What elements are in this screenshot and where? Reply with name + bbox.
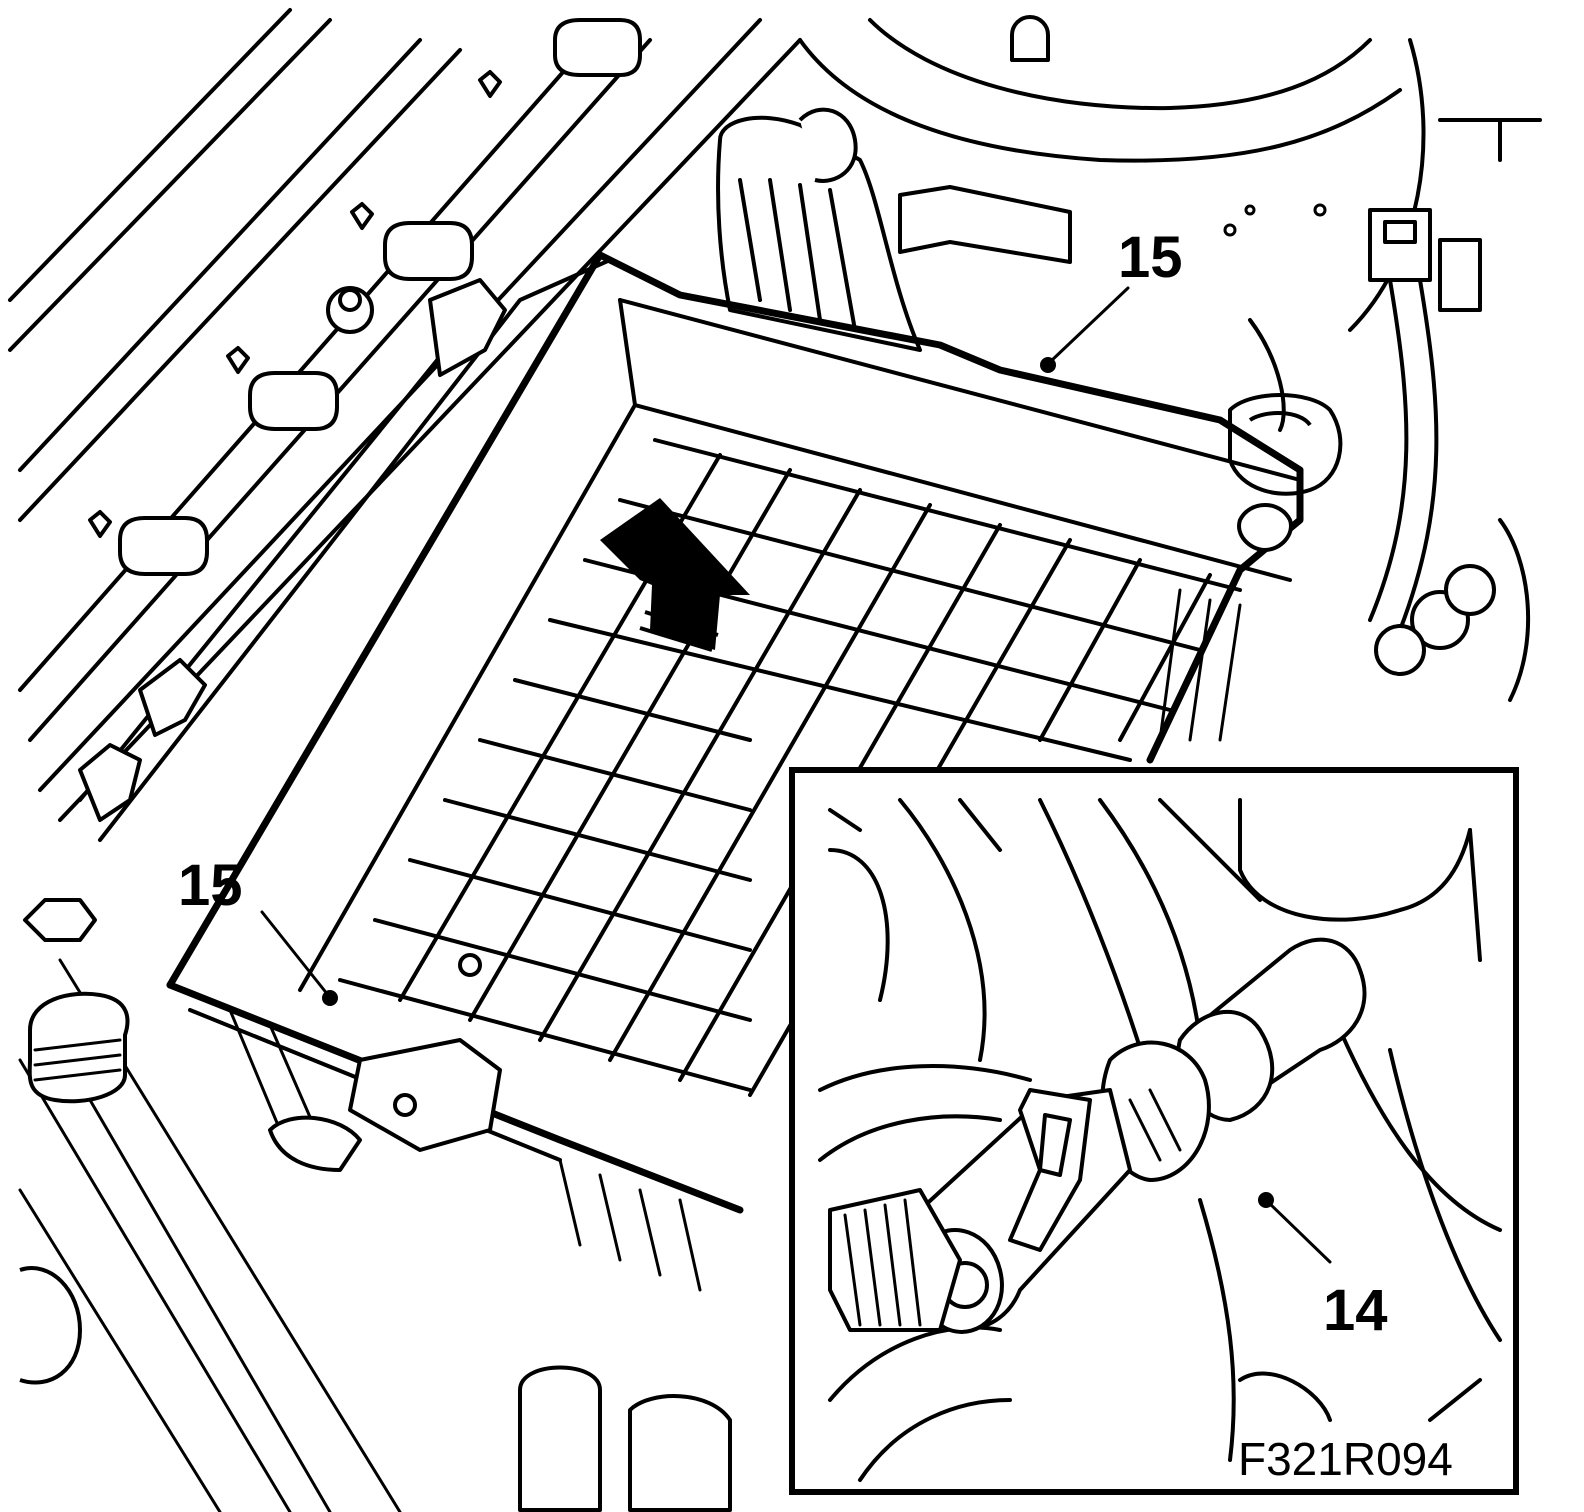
right-connectors (1228, 208, 1531, 702)
callout-label-top: 15 (1118, 225, 1183, 290)
callout-label-left: 15 (178, 853, 243, 918)
air-filter-housing (78, 251, 1304, 1292)
lower-left-parts (19, 898, 732, 1512)
up-arrow-icon (600, 498, 750, 652)
callout-label-inset: 14 (1323, 1278, 1388, 1343)
strut-tower (798, 15, 1542, 332)
intake-neck (716, 107, 1072, 352)
engine-bay-scene (8, 8, 1542, 1512)
figure-code: F321R094 (1238, 1433, 1453, 1485)
detail-inset (789, 767, 1519, 1495)
fender-slots (88, 18, 642, 576)
filter-grid (338, 438, 1242, 1097)
callout-leaders (260, 286, 1130, 1006)
